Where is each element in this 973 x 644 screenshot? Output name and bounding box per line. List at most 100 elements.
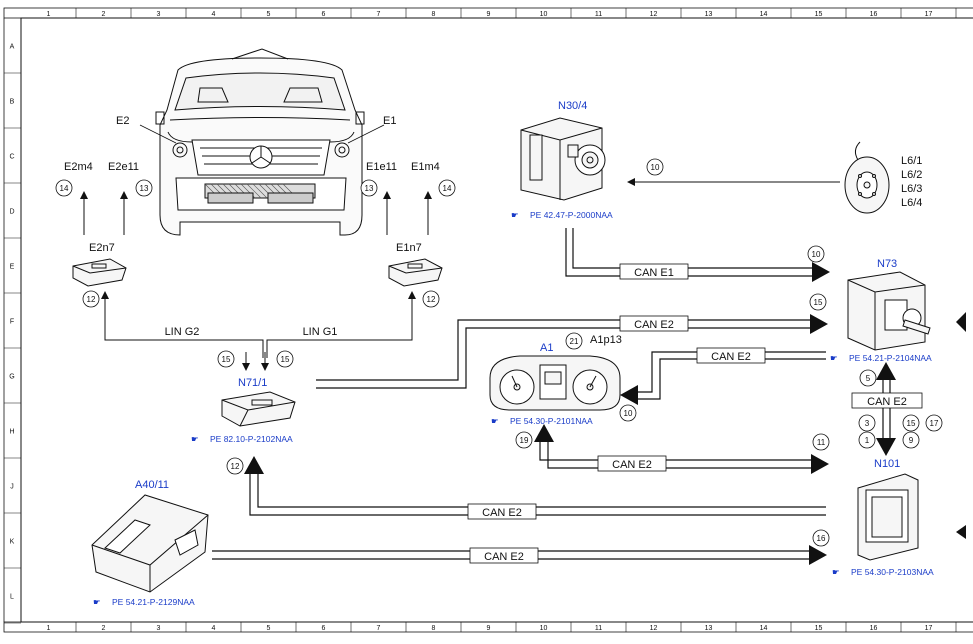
callout-10-can-e1: 10 <box>812 250 821 259</box>
callout-16-a40-11: 16 <box>817 534 826 543</box>
grid-column-label: 14 <box>760 625 768 632</box>
ref-link-n30-4[interactable]: ☛ PE 42.47-P-2000NAA <box>511 210 613 220</box>
callout-13-e2e11: 13 <box>140 184 149 193</box>
can-e2-label-n101: CAN E2 <box>482 507 522 519</box>
ref-link-a40-11[interactable]: ☛ PE 54.21-P-2129NAA <box>93 597 195 607</box>
lin-g2-line <box>101 291 264 358</box>
grid-column-label: 5 <box>267 625 271 632</box>
ref-link-n101[interactable]: ☛ PE 54.30-P-2103NAA <box>832 567 934 577</box>
grid-column-label: 2 <box>102 625 106 632</box>
label-l6-1: L6/1 <box>901 155 922 167</box>
grid-column-label: 17 <box>925 625 933 632</box>
grid-column-label: 8 <box>432 625 436 632</box>
label-e1e11: E1e11 <box>366 161 397 173</box>
a1-instrument-cluster-illustration <box>489 355 621 411</box>
n73-module-illustration <box>847 271 931 351</box>
e1n7-module-illustration <box>388 258 443 287</box>
callout-3: 3 <box>865 419 870 428</box>
grid-column-label: 11 <box>595 625 602 632</box>
grid-row-label: G <box>9 374 14 381</box>
grid-row-label: E <box>10 264 15 271</box>
grid-column-label: 13 <box>705 11 713 18</box>
grid-column-label: 10 <box>540 11 548 18</box>
label-e2: E2 <box>116 115 129 127</box>
pointer-hand-icon: ☛ <box>830 353 838 363</box>
can-e2-label-a1: CAN E2 <box>711 351 751 363</box>
label-l6-4: L6/4 <box>901 197 922 209</box>
callout-11-can-e2: 11 <box>817 438 826 447</box>
grid-column-label: 9 <box>487 625 491 632</box>
brake-disc-illustration <box>844 141 890 214</box>
grid-column-label: 2 <box>102 11 106 18</box>
label-n30-4: N30/4 <box>558 100 587 112</box>
label-a1: A1 <box>540 342 553 354</box>
grid-column-label: 6 <box>322 11 326 18</box>
grid-column-label: 16 <box>870 625 878 632</box>
n71-1-module-illustration <box>221 391 296 427</box>
label-e1m4: E1m4 <box>411 161 440 173</box>
ref-link-n71-1[interactable]: ☛ PE 82.10-P-2102NAA <box>191 434 293 444</box>
label-n73: N73 <box>877 258 897 270</box>
e2n7-module-illustration <box>72 258 127 287</box>
can-e2-label-top: CAN E2 <box>634 319 674 331</box>
callout-5-n73: 5 <box>866 374 871 383</box>
grid-column-label: 10 <box>540 625 548 632</box>
lin-g1-line <box>266 291 416 358</box>
grid-row-label: B <box>10 99 15 106</box>
callout-12-e1n7: 12 <box>427 295 436 304</box>
grid-row-label: F <box>10 319 14 326</box>
grid-column-label: 15 <box>815 11 823 18</box>
grid-column-label: 14 <box>760 11 768 18</box>
grid-column-label: 9 <box>487 11 491 18</box>
can-e2-bus-n101 <box>257 472 826 508</box>
grid-row-label: D <box>9 209 14 216</box>
lin-g1-label: LIN G1 <box>303 326 338 338</box>
grid-column-label: 15 <box>815 625 823 632</box>
callout-15-lin-g2: 15 <box>222 355 231 364</box>
pointer-hand-icon: ☛ <box>832 567 840 577</box>
pointer-hand-icon: ☛ <box>491 416 499 426</box>
ref-link-n73[interactable]: ☛ PE 54.21-P-2104NAA <box>830 353 932 363</box>
lin-g2-label: LIN G2 <box>165 326 200 338</box>
e1-leader-line <box>347 124 385 144</box>
grid-column-label: 3 <box>157 11 161 18</box>
callout-14-e1m4: 14 <box>443 184 452 193</box>
callout-9: 9 <box>909 436 914 445</box>
svg-text:PE 54.21-P-2104NAA: PE 54.21-P-2104NAA <box>849 353 932 363</box>
grid-column-label: 1 <box>47 625 51 632</box>
grid-column-label: 17 <box>925 11 933 18</box>
bus-arrowheads <box>244 262 966 565</box>
a40-11-module-illustration <box>91 494 209 593</box>
callout-21-a1p13: 21 <box>570 337 579 346</box>
can-e2-bus-a1-right <box>539 440 815 461</box>
grid-row-label: C <box>9 154 14 161</box>
grid-row-label: K <box>10 539 15 546</box>
callout-15-can-e2: 15 <box>814 298 823 307</box>
callout-13-e1e11: 13 <box>365 184 374 193</box>
grid-column-label: 5 <box>267 11 271 18</box>
e2-leader-line <box>139 124 177 144</box>
grid-column-label: 4 <box>212 11 216 18</box>
can-e1-bus <box>565 228 815 277</box>
grid-row-label: H <box>9 429 14 436</box>
grid-column-label: 7 <box>377 11 381 18</box>
grid-column-label: 4 <box>212 625 216 632</box>
grid-row-label: A <box>10 44 15 51</box>
pointer-hand-icon: ☛ <box>511 210 519 220</box>
label-n71-1: N71/1 <box>238 377 267 389</box>
top-grid-strip <box>3 7 973 19</box>
callout-10-l6: 10 <box>651 163 660 172</box>
grid-column-label: 16 <box>870 11 878 18</box>
svg-text:PE 54.30-P-2103NAA: PE 54.30-P-2103NAA <box>851 567 934 577</box>
n101-module-illustration <box>857 473 919 561</box>
label-e1n7: E1n7 <box>396 242 422 254</box>
n30-4-module-illustration <box>520 117 606 201</box>
vehicle-front-illustration <box>155 48 365 236</box>
grid-column-label: 7 <box>377 625 381 632</box>
callout-15-lin-g1: 15 <box>281 355 290 364</box>
ref-link-a1[interactable]: ☛ PE 54.30-P-2101NAA <box>491 416 593 426</box>
